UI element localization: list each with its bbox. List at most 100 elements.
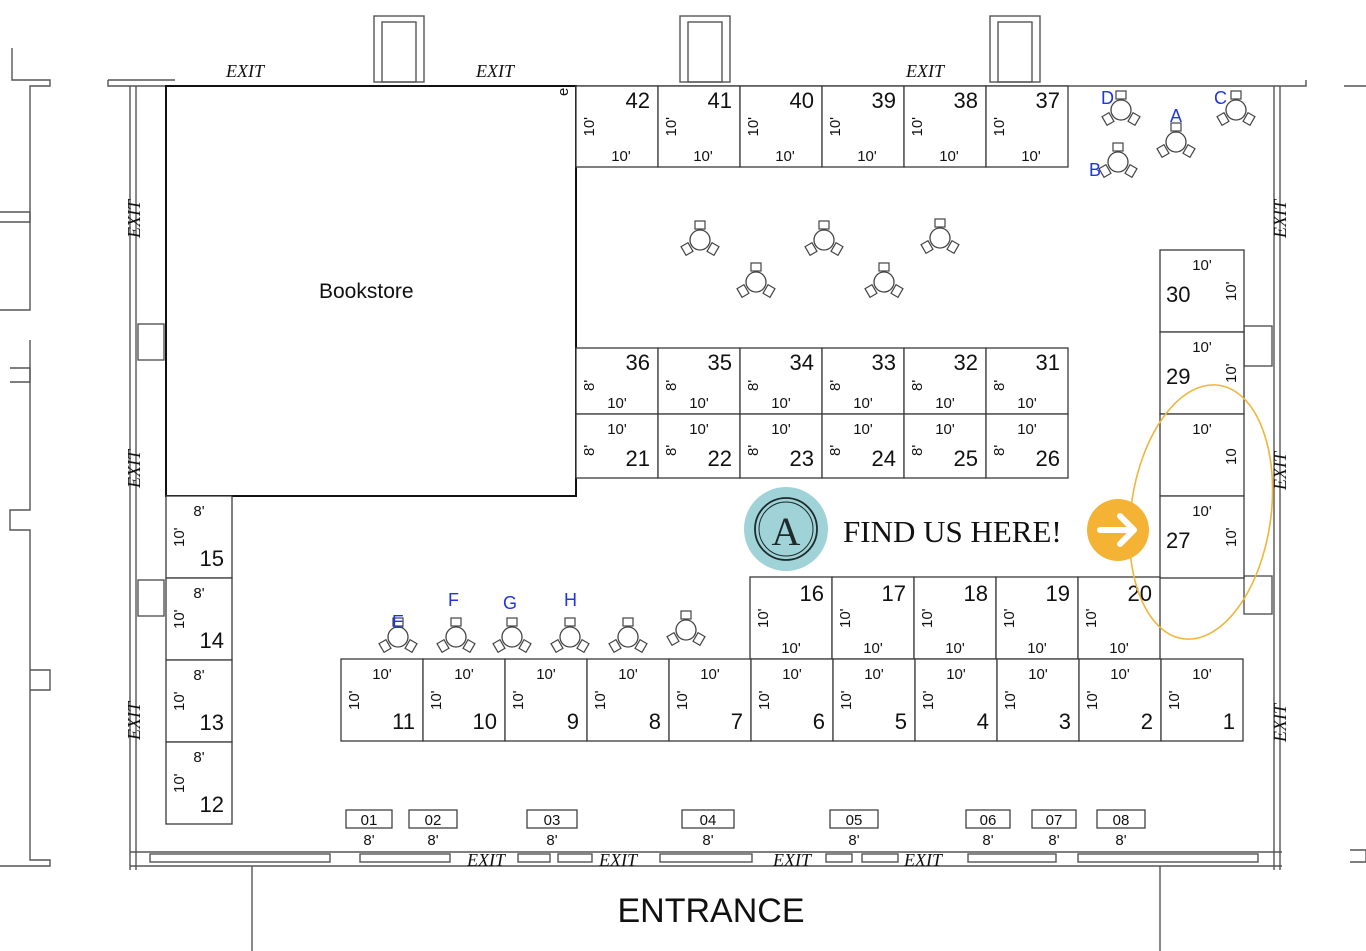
small-table-07[interactable]: 078'	[1031, 809, 1077, 849]
marker-text: FIND US HERE!	[843, 514, 1062, 549]
booth-depth: 10'	[991, 117, 1008, 137]
booth-number: 15	[200, 546, 224, 571]
booth-width: 10'	[693, 148, 713, 165]
booth-depth: 8'	[745, 380, 762, 391]
round-seating-icon	[920, 218, 960, 255]
exit-label-left-1: EXIT	[124, 198, 144, 239]
booth-width: 10'	[1110, 666, 1130, 683]
booth-width: 8'	[193, 667, 204, 684]
small-table-08[interactable]: 088'	[1096, 809, 1146, 849]
booth-width: 10'	[611, 148, 631, 165]
booth-5[interactable]: 510'10'	[832, 658, 916, 742]
booth-number: 33	[872, 350, 896, 375]
booth-blank[interactable]: 10'10	[1159, 413, 1245, 497]
booth-number: 40	[790, 88, 814, 113]
booth-number: 3	[1059, 709, 1071, 734]
booth-number: 25	[954, 446, 978, 471]
booth-number: 42	[626, 88, 650, 113]
booth-number: 6	[813, 709, 825, 734]
bookstore-area[interactable]: Bookstore	[165, 85, 577, 497]
booth-width: 10'	[607, 421, 627, 438]
booth-width: 10'	[939, 148, 959, 165]
booth-width: 8'	[193, 503, 204, 520]
exit-labels: EXIT EXIT EXIT EXIT EXIT EXIT EXIT EXIT …	[124, 61, 1290, 870]
booth-1[interactable]: 110'10'	[1160, 658, 1244, 742]
booth-depth: 10'	[756, 690, 773, 710]
booth-width: 10'	[1027, 640, 1047, 657]
booth-depth: 8'	[991, 445, 1008, 456]
booth-7[interactable]: 710'10'	[668, 658, 752, 742]
booth-number: 24	[872, 446, 896, 471]
exit-label-bottom-1: EXIT	[466, 850, 507, 870]
booth-number: 18	[964, 581, 988, 606]
booth-width: 10'	[857, 148, 877, 165]
booth-number: 34	[790, 350, 814, 375]
small-table-06[interactable]: 068'	[965, 809, 1011, 849]
booth-width: 8'	[193, 585, 204, 602]
booth-2[interactable]: 210'10'	[1078, 658, 1162, 742]
booth-depth: 8'	[745, 445, 762, 456]
booth-14[interactable]: 148'10'	[165, 577, 233, 661]
small-table-number: 01	[361, 812, 378, 829]
booth-width: 10'	[945, 640, 965, 657]
booth-13[interactable]: 138'10'	[165, 659, 233, 743]
booth-15[interactable]: 158'10'	[165, 495, 233, 579]
booth-depth: 10'	[920, 690, 937, 710]
small-table-size: 8'	[1048, 832, 1059, 849]
booth-number: 36	[626, 350, 650, 375]
booth-number: 39	[872, 88, 896, 113]
exit-label-top-2: EXIT	[475, 61, 516, 81]
booth-9[interactable]: 910'10'	[504, 658, 588, 742]
booth-8[interactable]: 810'10'	[586, 658, 670, 742]
find-us-marker[interactable]: A FIND US HERE!	[744, 487, 1149, 571]
small-table-05[interactable]: 058'	[829, 809, 879, 849]
round-seating-icon	[1098, 142, 1138, 179]
round-seating-icon	[864, 262, 904, 299]
booth-12[interactable]: 128'10'	[165, 741, 233, 825]
small-table-size: 8'	[427, 832, 438, 849]
small-table-number: 03	[544, 812, 561, 829]
booth-width: 10'	[863, 640, 883, 657]
small-table-04[interactable]: 048'	[681, 809, 735, 849]
small-table-01[interactable]: 018'	[345, 809, 393, 849]
small-table-number: 07	[1046, 812, 1063, 829]
seating-tables-layer	[378, 90, 1256, 654]
exit-label-right-3: EXIT	[1270, 702, 1290, 743]
booth-width: 10'	[771, 421, 791, 438]
booth-4[interactable]: 410'10'	[914, 658, 998, 742]
small-table-02[interactable]: 028'	[408, 809, 458, 849]
booth-number: 13	[200, 710, 224, 735]
marker-letter: A	[772, 509, 801, 554]
small-table-03[interactable]: 038'	[526, 809, 578, 849]
booth-6[interactable]: 610'10'	[750, 658, 834, 742]
booth-3[interactable]: 310'10'	[996, 658, 1080, 742]
